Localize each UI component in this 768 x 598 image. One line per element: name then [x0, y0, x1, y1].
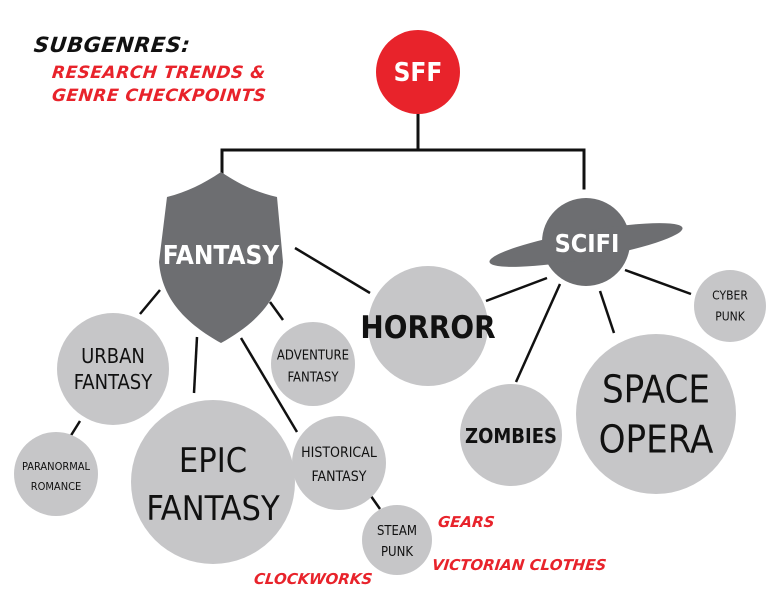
fantasy-label: FANTASY — [163, 241, 281, 271]
node-space-opera: SPACE OPERA — [576, 334, 736, 494]
steampunk-label-line-1: STEAM — [377, 524, 417, 539]
urban-fantasy-label-line-1: URBAN — [81, 344, 145, 368]
steampunk-label-line-2: PUNK — [381, 545, 413, 560]
node-sff: SFF — [376, 30, 460, 114]
adventure-fantasy-label-line-2: FANTASY — [288, 371, 340, 386]
paranormal-romance-label-line-2: ROMANCE — [31, 480, 82, 493]
shield-icon — [159, 172, 283, 343]
planet-ring-icon — [489, 223, 683, 267]
sff-label: SFF — [394, 58, 443, 88]
urban-fantasy-label-line-2: FANTASY — [74, 370, 153, 394]
node-cyberpunk: CYBER PUNK — [694, 270, 766, 342]
space-opera-label-line-1: SPACE — [602, 367, 710, 411]
cyberpunk-label-line-1: CYBER — [712, 289, 748, 303]
connector-fantasy-urban — [139, 289, 161, 315]
steampunk-label: STEAM PUNK — [377, 524, 417, 560]
connector-sff-branches — [220, 148, 586, 190]
space-opera-label-line-2: OPERA — [599, 417, 714, 461]
adventure-fantasy-label-line-1: ADVENTURE — [277, 349, 349, 364]
space-opera-label: SPACE OPERA — [599, 367, 714, 461]
paranormal-romance-label: PARANORMAL ROMANCE — [22, 460, 91, 493]
paranormal-romance-label-line-1: PARANORMAL — [22, 460, 91, 473]
connector-fantasy-horror — [294, 246, 371, 295]
annotation-clockworks: CLOCKWORKS — [253, 570, 374, 588]
node-steampunk: STEAM PUNK — [362, 505, 432, 575]
annotation-gears: GEARS — [437, 513, 496, 531]
diagram-subtitle-line-1: RESEARCH TRENDS & — [50, 63, 267, 83]
sff-circle — [376, 30, 460, 114]
historical-fantasy-label: HISTORICAL FANTASY — [301, 445, 377, 485]
zombies-label: ZOMBIES — [465, 424, 557, 448]
epic-fantasy-label-line-1: EPIC — [179, 441, 247, 481]
connector-scifi-horror — [485, 276, 548, 303]
node-epic-fantasy: EPIC FANTASY — [131, 400, 295, 564]
historical-fantasy-label-line-1: HISTORICAL — [301, 445, 377, 461]
scifi-label: SCIFI — [555, 229, 620, 258]
connector-fantasy-epic — [192, 336, 199, 394]
node-horror: HORROR — [360, 266, 496, 386]
connector-scifi-spaceopera — [598, 290, 616, 334]
fantasy-label-line-1: FANTASY — [163, 241, 281, 271]
cyberpunk-label: CYBER PUNK — [712, 289, 748, 324]
epic-fantasy-label: EPIC FANTASY — [146, 441, 280, 529]
connector-fantasy-historical — [239, 337, 299, 433]
adventure-fantasy-label: ADVENTURE FANTASY — [277, 349, 349, 386]
horror-label-line-1: HORROR — [360, 310, 495, 346]
sff-label-line-1: SFF — [394, 58, 443, 88]
node-adventure-fantasy: ADVENTURE FANTASY — [271, 322, 355, 406]
annotation-victorian-clothes: VICTORIAN CLOTHES — [431, 556, 608, 574]
connector-fantasy-adventure — [268, 301, 285, 321]
node-paranormal-romance: PARANORMAL ROMANCE — [14, 432, 98, 516]
node-historical-fantasy: HISTORICAL FANTASY — [292, 416, 386, 510]
diagram-subtitle-line-2: GENRE CHECKPOINTS — [50, 86, 268, 106]
zombies-label-line-1: ZOMBIES — [465, 424, 557, 448]
node-zombies: ZOMBIES — [460, 384, 562, 486]
diagram-title: SUBGENRES: — [32, 33, 192, 57]
historical-fantasy-label-line-2: FANTASY — [312, 469, 367, 485]
connector-scifi-cyberpunk — [624, 268, 692, 296]
node-scifi: SCIFI — [489, 198, 683, 286]
connector-scifi-zombies — [514, 283, 562, 383]
cyberpunk-label-line-2: PUNK — [715, 310, 745, 324]
horror-label: HORROR — [360, 310, 495, 346]
scifi-label-line-1: SCIFI — [555, 229, 620, 258]
node-fantasy: FANTASY — [159, 172, 283, 343]
epic-fantasy-label-line-2: FANTASY — [146, 489, 280, 529]
connector-urban-paranormal — [68, 420, 82, 438]
